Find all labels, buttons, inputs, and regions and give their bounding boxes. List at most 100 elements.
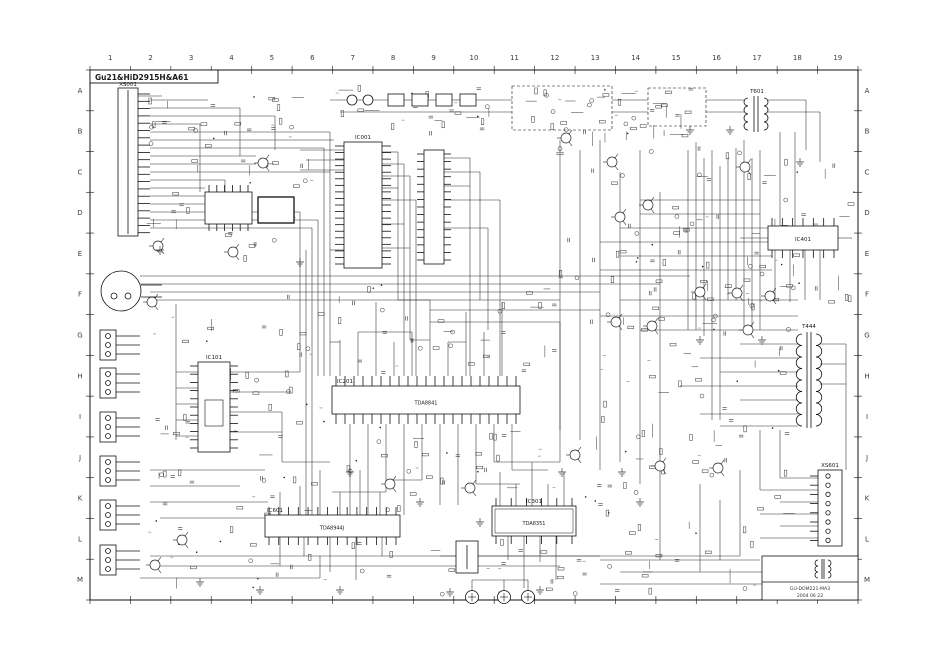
vertical-ic bbox=[491, 505, 577, 537]
transistor-lead bbox=[720, 459, 725, 465]
smps-coil bbox=[763, 97, 769, 107]
connector-pin-circle bbox=[105, 503, 111, 509]
resistor bbox=[546, 587, 553, 591]
resistor bbox=[367, 286, 371, 293]
node-dot bbox=[771, 427, 774, 429]
smps-coil bbox=[743, 97, 749, 107]
resistor bbox=[236, 506, 244, 510]
crt-connector-label: XS001 bbox=[119, 82, 137, 88]
resistor bbox=[681, 134, 689, 138]
connector-pin-circle bbox=[105, 380, 111, 386]
node-dot bbox=[713, 328, 715, 331]
flyback-coil bbox=[795, 333, 803, 346]
connector-pin-circle bbox=[825, 482, 831, 488]
transistor-lead bbox=[772, 299, 777, 305]
pin-header bbox=[423, 149, 445, 265]
node-dot bbox=[635, 260, 638, 263]
small-device bbox=[786, 327, 791, 332]
resistor bbox=[299, 332, 307, 336]
transistor-lead bbox=[739, 296, 744, 302]
node-dot bbox=[853, 191, 855, 194]
resistor bbox=[669, 343, 677, 347]
transistor bbox=[149, 559, 161, 571]
main-ic-part-label: TDA8841 bbox=[414, 401, 438, 407]
info-coil bbox=[814, 571, 819, 579]
resistor bbox=[629, 531, 636, 535]
resistor bbox=[426, 475, 433, 479]
resistor bbox=[297, 343, 301, 350]
resistor bbox=[531, 116, 535, 123]
grid-row-label-right: D bbox=[864, 209, 869, 217]
small-device bbox=[749, 303, 755, 308]
connector-pin-circle bbox=[105, 424, 111, 430]
resistor bbox=[285, 370, 289, 378]
resistor bbox=[501, 302, 505, 309]
resistor bbox=[483, 354, 490, 358]
resistor bbox=[683, 228, 690, 232]
node-dot bbox=[695, 532, 697, 535]
resistor bbox=[747, 173, 751, 180]
connector-pin-circle bbox=[825, 491, 831, 497]
small-device bbox=[418, 346, 423, 351]
connector-pin-circle bbox=[105, 468, 111, 474]
resistor bbox=[432, 346, 440, 350]
grid-col-label: 3 bbox=[189, 54, 193, 62]
small-device bbox=[254, 377, 259, 383]
main-ic-ref-label: IC201 bbox=[337, 379, 353, 385]
resistor bbox=[665, 90, 672, 94]
transistor-lead bbox=[392, 475, 397, 481]
connector-pin-circle bbox=[105, 477, 111, 483]
grid-row-label-right: K bbox=[865, 495, 870, 503]
grid-col-label: 7 bbox=[351, 54, 355, 62]
resistor bbox=[603, 400, 607, 408]
small-device bbox=[631, 115, 637, 121]
node-dot bbox=[372, 287, 375, 289]
small-device bbox=[440, 591, 445, 597]
resistor bbox=[543, 89, 547, 97]
resistor bbox=[786, 284, 793, 288]
degauss-contact bbox=[124, 292, 132, 300]
small-device bbox=[791, 285, 796, 291]
resistor bbox=[630, 126, 637, 131]
grid-row-label-right: A bbox=[865, 87, 870, 95]
resistor bbox=[338, 317, 342, 324]
transistor bbox=[227, 246, 239, 258]
grid-col-label: 14 bbox=[631, 54, 640, 62]
resistor bbox=[848, 295, 852, 303]
resistor bbox=[481, 118, 485, 125]
grid-row-label-right: M bbox=[864, 576, 870, 584]
node-dot bbox=[305, 403, 308, 406]
smps-coil bbox=[763, 105, 769, 115]
resistor bbox=[695, 378, 702, 382]
small-device bbox=[783, 197, 788, 203]
node-dot bbox=[252, 586, 254, 589]
resistor bbox=[243, 255, 247, 262]
resistor bbox=[351, 542, 355, 549]
grid-row-label-left: M bbox=[77, 576, 83, 584]
resistor bbox=[540, 550, 548, 554]
node-dot bbox=[379, 426, 382, 429]
small-device bbox=[620, 173, 625, 178]
resistor bbox=[441, 121, 445, 129]
sheet-title: Gu21&HiD2915H&A61 bbox=[95, 73, 188, 82]
node-dot bbox=[355, 459, 358, 462]
small-device bbox=[689, 221, 695, 227]
resistor bbox=[276, 104, 281, 111]
transistor-lead bbox=[235, 255, 240, 261]
flyback-coil bbox=[795, 402, 803, 415]
small-device bbox=[289, 124, 294, 130]
smps-coil bbox=[763, 113, 769, 123]
resistor bbox=[245, 372, 249, 379]
resistor bbox=[538, 302, 542, 309]
node-dot bbox=[212, 137, 215, 140]
small-device bbox=[376, 439, 382, 444]
transistor-lead bbox=[184, 543, 189, 549]
resistor bbox=[641, 430, 645, 437]
transistor-lead bbox=[702, 295, 707, 301]
connector-pin-circle bbox=[105, 342, 111, 348]
small-device bbox=[359, 568, 365, 574]
transistor-lead bbox=[662, 469, 667, 475]
transistor bbox=[560, 132, 572, 144]
title-box bbox=[89, 69, 219, 84]
node-dot bbox=[205, 340, 208, 342]
